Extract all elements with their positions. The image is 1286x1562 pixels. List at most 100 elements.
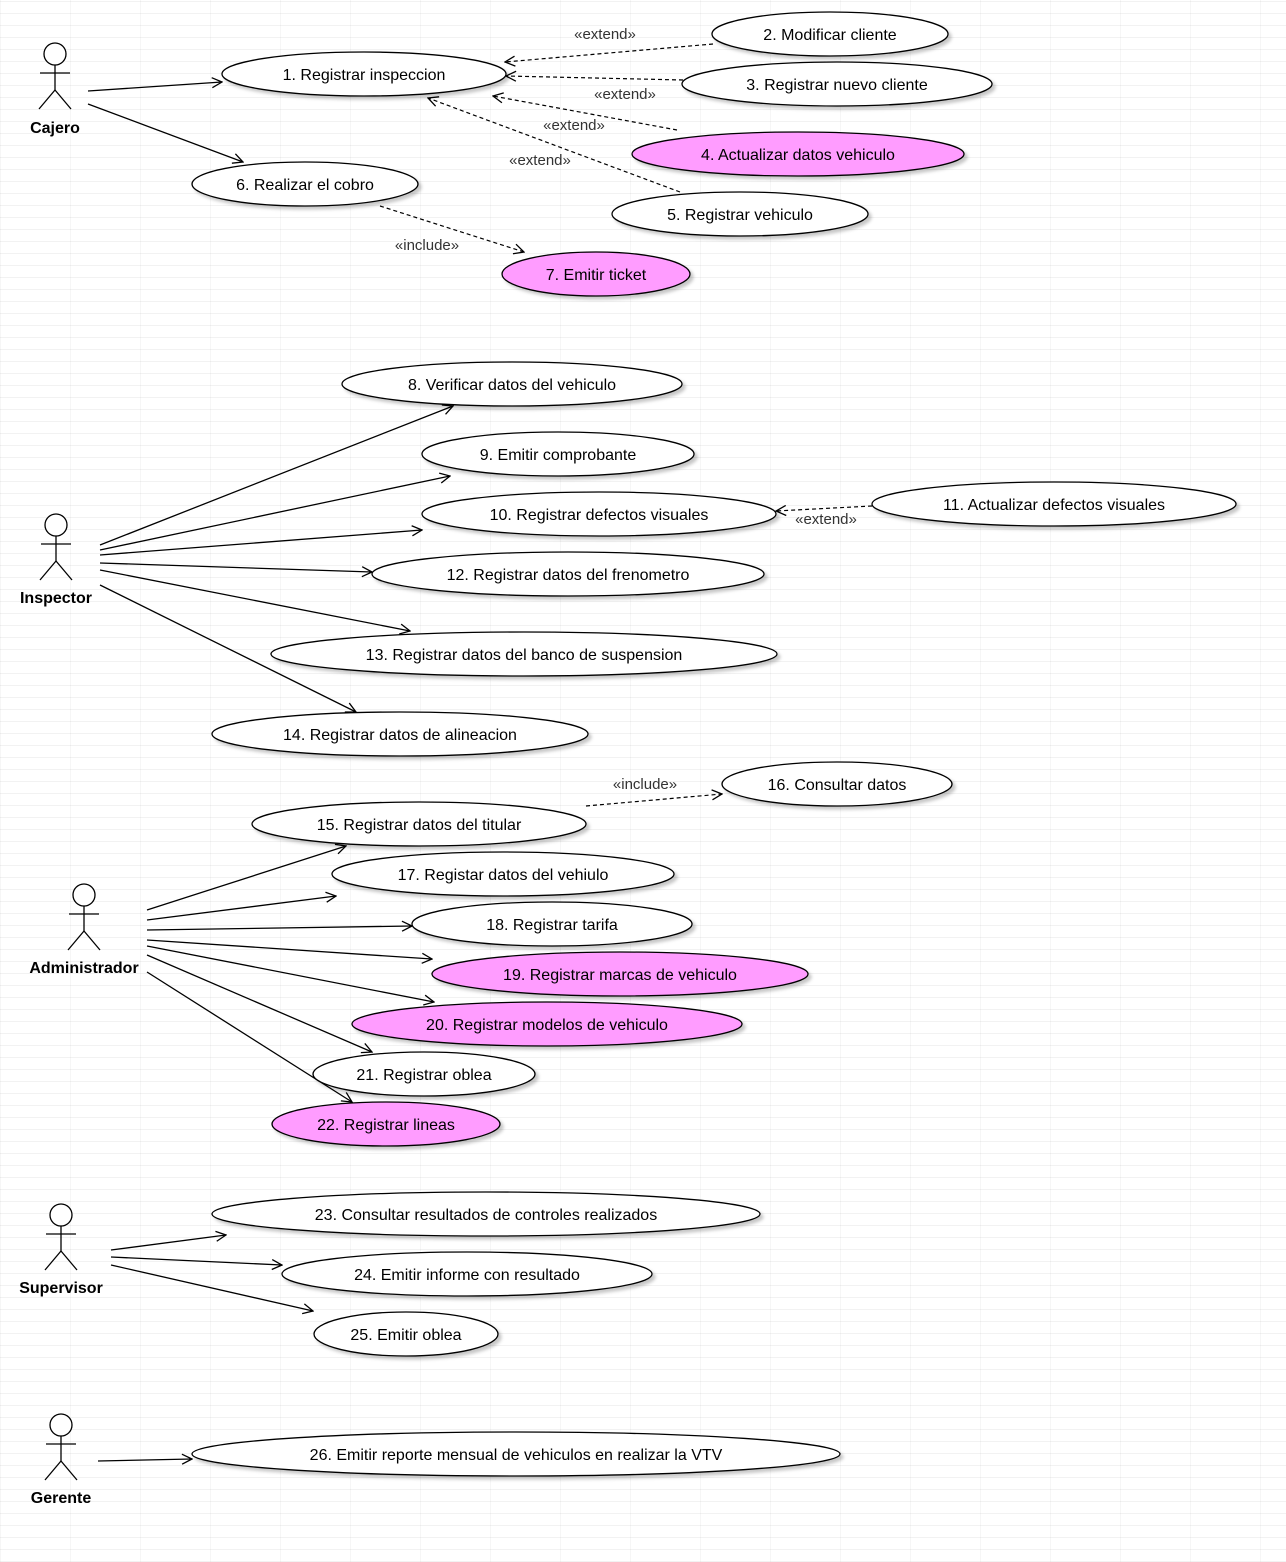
use-case-uc9[interactable]: 9. Emitir comprobante [421, 431, 695, 477]
stereotype-label: «include» [613, 776, 677, 793]
use-case-ellipse [341, 361, 683, 407]
use-case-uc19[interactable]: 19. Registrar marcas de vehiculo [431, 951, 809, 997]
use-case-uc12[interactable]: 12. Registrar datos del frenometro [371, 551, 765, 597]
use-case-uc22[interactable]: 22. Registrar lineas [271, 1101, 501, 1147]
dependency-uc11-uc10 [776, 506, 873, 511]
use-case-uc10[interactable]: 10. Registrar defectos visuales [421, 491, 777, 537]
association-administrador-uc18 [146, 926, 412, 930]
use-cases: 1. Registrar inspeccion 2. Modificar clie… [191, 11, 1237, 1477]
actor-administrador[interactable]: Administrador [29, 883, 139, 977]
use-case-label: 4. Actualizar datos vehiculo [701, 147, 895, 164]
use-case-ellipse [313, 1311, 499, 1357]
use-case-uc23[interactable]: 23. Consultar resultados de controles re… [211, 1191, 761, 1237]
use-case-uc24[interactable]: 24. Emitir informe con resultado [281, 1251, 653, 1297]
use-case-uc21[interactable]: 21. Registrar oblea [312, 1051, 536, 1097]
use-case-label: 17. Registar datos del vehiulo [398, 867, 609, 884]
actor-gerente[interactable]: Gerente [31, 1413, 92, 1507]
use-case-uc25[interactable]: 25. Emitir oblea [313, 1311, 499, 1357]
actor-figure-icon [67, 883, 101, 951]
use-case-label: 9. Emitir comprobante [480, 447, 637, 464]
actor-figure-icon [44, 1203, 78, 1271]
use-case-label: 7. Emitir ticket [546, 267, 647, 284]
actor-inspector[interactable]: Inspector [20, 513, 92, 607]
use-case-uc7[interactable]: 7. Emitir ticket [501, 251, 691, 297]
use-case-uc20[interactable]: 20. Registrar modelos de vehiculo [351, 1001, 743, 1047]
association-gerente-uc26 [97, 1459, 192, 1461]
use-case-label: 23. Consultar resultados de controles re… [315, 1207, 657, 1224]
use-case-uc11[interactable]: 11. Actualizar defectos visuales [871, 481, 1237, 527]
actor-figure-icon [38, 42, 72, 110]
use-case-ellipse [271, 1101, 501, 1147]
use-case-label: 15. Registrar datos del titular [317, 817, 522, 834]
use-case-ellipse [631, 131, 965, 177]
use-case-ellipse [711, 11, 949, 57]
dependency-uc15-uc16 [585, 794, 722, 807]
use-case-label: 19. Registrar marcas de vehiculo [503, 967, 737, 984]
use-case-ellipse [331, 851, 675, 897]
actors: CajeroInspectorAdministradorSupervisorGe… [19, 42, 139, 1507]
actor-supervisor[interactable]: Supervisor [19, 1203, 103, 1297]
actor-label: Cajero [30, 120, 80, 137]
use-case-label: 5. Registrar vehiculo [667, 207, 813, 224]
stereotype-label: «extend» [543, 117, 605, 134]
use-case-ellipse [871, 481, 1237, 527]
association-administrador-uc15 [146, 846, 346, 911]
use-case-label: 11. Actualizar defectos visuales [943, 497, 1165, 514]
use-case-label: 13. Registrar datos del banco de suspens… [366, 647, 683, 664]
association-cajero-uc1 [87, 82, 222, 92]
use-case-ellipse [721, 761, 953, 807]
actor-label: Supervisor [19, 1280, 103, 1297]
association-supervisor-uc25 [110, 1264, 313, 1311]
use-case-ellipse [221, 51, 507, 97]
association-supervisor-uc23 [110, 1235, 226, 1251]
actor-cajero[interactable]: Cajero [30, 42, 80, 137]
use-case-ellipse [270, 631, 778, 677]
use-case-uc17[interactable]: 17. Registar datos del vehiulo [331, 851, 675, 897]
stereotype-label: «extend» [594, 86, 656, 103]
use-case-label: 25. Emitir oblea [350, 1327, 461, 1344]
dependency-uc4-uc1 [493, 96, 678, 131]
use-case-label: 22. Registrar lineas [317, 1117, 455, 1134]
stereotype-label: «extend» [509, 152, 571, 169]
use-case-ellipse [191, 161, 419, 207]
use-case-uc14[interactable]: 14. Registrar datos de alineacion [211, 711, 589, 757]
use-case-uc3[interactable]: 3. Registrar nuevo cliente [681, 61, 993, 107]
actor-label: Gerente [31, 1490, 92, 1507]
dependency-uc2-uc1 [505, 43, 714, 62]
use-case-label: 20. Registrar modelos de vehiculo [426, 1017, 668, 1034]
use-case-ellipse [681, 61, 993, 107]
use-case-label: 14. Registrar datos de alineacion [283, 727, 517, 744]
use-case-uc4[interactable]: 4. Actualizar datos vehiculo [631, 131, 965, 177]
use-case-ellipse [611, 191, 869, 237]
use-case-uc5[interactable]: 5. Registrar vehiculo [611, 191, 869, 237]
use-case-ellipse [211, 1191, 761, 1237]
dependency-uc5-uc1 [428, 98, 681, 193]
association-inspector-uc8 [99, 406, 453, 546]
use-case-label: 1. Registrar inspeccion [283, 67, 446, 84]
use-case-label: 18. Registrar tarifa [486, 917, 618, 934]
use-case-uc18[interactable]: 18. Registrar tarifa [411, 901, 693, 947]
use-case-ellipse [421, 491, 777, 537]
association-inspector-uc9 [99, 476, 450, 551]
use-case-uc13[interactable]: 13. Registrar datos del banco de suspens… [270, 631, 778, 677]
use-case-label: 16. Consultar datos [768, 777, 907, 794]
use-case-label: 3. Registrar nuevo cliente [746, 77, 928, 94]
use-case-ellipse [211, 711, 589, 757]
use-case-uc15[interactable]: 15. Registrar datos del titular [251, 801, 587, 847]
use-case-label: 12. Registrar datos del frenometro [447, 567, 690, 584]
use-case-uc8[interactable]: 8. Verificar datos del vehiculo [341, 361, 683, 407]
use-case-uc16[interactable]: 16. Consultar datos [721, 761, 953, 807]
stereotype-label: «extend» [574, 26, 636, 43]
actor-label: Inspector [20, 590, 92, 607]
use-case-uc26[interactable]: 26. Emitir reporte mensual de vehiculos … [191, 1431, 841, 1477]
actor-figure-icon [39, 513, 73, 581]
association-inspector-uc12 [99, 562, 372, 572]
dependency-uc3-uc1 [506, 76, 684, 80]
use-case-ellipse [281, 1251, 653, 1297]
association-inspector-uc10 [99, 530, 422, 556]
use-case-uc6[interactable]: 6. Realizar el cobro [191, 161, 419, 207]
use-case-uc1[interactable]: 1. Registrar inspeccion [221, 51, 507, 97]
use-case-uc2[interactable]: 2. Modificar cliente [711, 11, 949, 57]
use-case-label: 26. Emitir reporte mensual de vehiculos … [310, 1447, 723, 1464]
